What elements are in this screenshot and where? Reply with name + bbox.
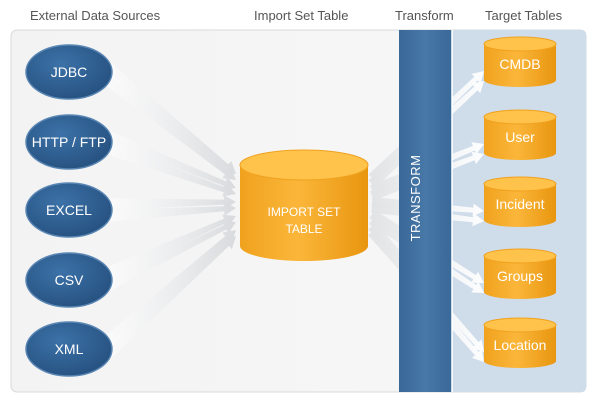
target-location: Location [483,317,557,368]
external-data-sources: JDBC HTTP / FTP EXCEL CSV XML [25,44,113,377]
arrow-source-4-2 [103,221,236,292]
target-user: User [483,109,557,160]
target-label: Incident [495,196,544,212]
source-label: XML [55,341,84,357]
arrow-source-5-2 [101,236,237,360]
target-cmdb: CMDB [483,36,557,87]
header-target-tables: Target Tables [485,8,563,23]
header-import-set-table: Import Set Table [254,8,349,23]
target-groups: Groups [483,248,557,299]
target-cylinder-body [484,117,556,160]
target-cylinder-body [484,325,556,368]
source-excel: EXCEL [25,182,113,238]
transform-label: TRANSFORM [408,155,423,242]
arrow-source-3-1 [105,195,236,210]
source-oval [25,252,113,308]
arrow-source-4-1 [103,214,236,280]
target-incident: Incident [483,176,557,227]
import-set-table-cylinder: IMPORT SET TABLE [239,149,369,261]
arrow-source-5-1 [102,230,237,348]
arrow-source-2-1 [103,130,236,191]
header-external-data-sources: External Data Sources [30,8,161,23]
target-cylinder-top [483,317,557,333]
target-label: User [505,129,535,145]
source-label: JDBC [51,64,88,80]
import-table-label-line1: IMPORT SET [268,205,342,219]
transform-bar: TRANSFORM [399,30,453,392]
source-label: HTTP / FTP [32,134,106,150]
arrow-source-1-1 [102,61,236,174]
source-oval [25,114,113,170]
source-oval [25,182,113,238]
target-cylinder-body [484,184,556,227]
target-cylinder-top [483,36,557,52]
target-cylinder-top [483,109,557,125]
arrow-source-1-2 [102,73,236,180]
target-cylinder-body [484,256,556,299]
header-transform: Transform [395,8,454,23]
source-label: CSV [55,272,84,288]
source-oval [25,321,113,377]
source-jdbc: JDBC [25,44,113,100]
source-label: EXCEL [46,202,92,218]
source-http-ftp: HTTP / FTP [25,114,113,170]
target-label: Groups [497,268,543,284]
arrow-source-3-2 [105,201,236,222]
import-table-label-line2: TABLE [285,222,322,236]
target-cylinder-top [483,248,557,264]
target-label: CMDB [499,56,540,72]
source-arrows [101,61,237,360]
source-csv: CSV [25,252,113,308]
source-xml: XML [25,321,113,377]
target-cylinder-top [483,176,557,192]
source-oval [25,44,113,100]
target-label: Location [494,337,547,353]
arrow-source-2-2 [103,142,236,197]
target-cylinder-body [484,44,556,87]
